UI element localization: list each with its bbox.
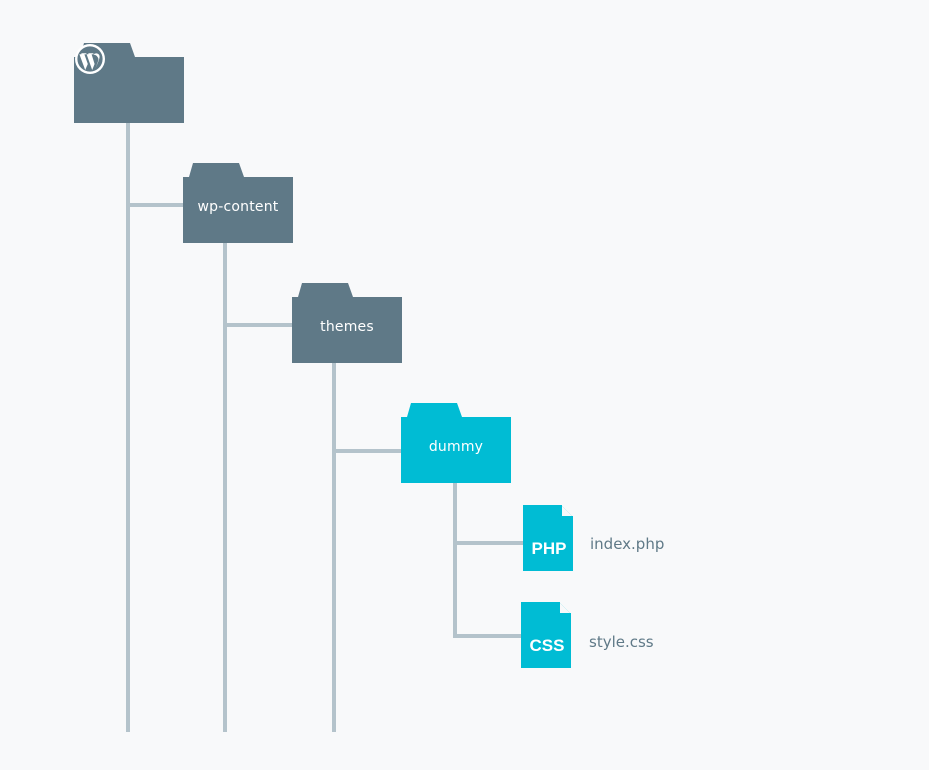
folder-icon xyxy=(183,163,293,243)
connector-dummy-to-css xyxy=(453,634,523,638)
connector-dummy-vertical xyxy=(453,480,457,638)
connector-wp-content-to-themes xyxy=(223,323,293,327)
connector-wp-content-vertical xyxy=(223,240,227,732)
connector-root-to-wp-content xyxy=(126,203,184,207)
folder-label: wp-content xyxy=(197,199,279,215)
folder-dummy[interactable]: dummy xyxy=(401,403,511,483)
file-style-css[interactable]: CSS xyxy=(521,602,573,668)
folder-label: themes xyxy=(320,319,374,335)
folder-icon xyxy=(401,403,511,483)
folder-label: dummy xyxy=(428,439,484,455)
folder-themes[interactable]: themes xyxy=(292,283,402,363)
file-extension-label: PHP xyxy=(531,539,567,558)
folder-root-wordpress[interactable] xyxy=(74,43,184,123)
connector-themes-vertical xyxy=(332,360,336,732)
file-index-php[interactable]: PHP xyxy=(523,505,575,571)
connector-dummy-to-php xyxy=(453,541,523,545)
connector-root-vertical xyxy=(126,120,130,732)
file-name-index-php: index.php xyxy=(590,535,665,553)
file-extension-label: CSS xyxy=(529,636,565,655)
php-file-icon xyxy=(523,505,573,571)
connector-themes-to-dummy xyxy=(332,449,402,453)
css-file-icon xyxy=(521,602,571,668)
wordpress-logo-icon xyxy=(75,44,105,74)
folder-icon xyxy=(292,283,402,363)
folder-wp-content[interactable]: wp-content xyxy=(183,163,293,243)
file-name-style-css: style.css xyxy=(589,633,654,651)
